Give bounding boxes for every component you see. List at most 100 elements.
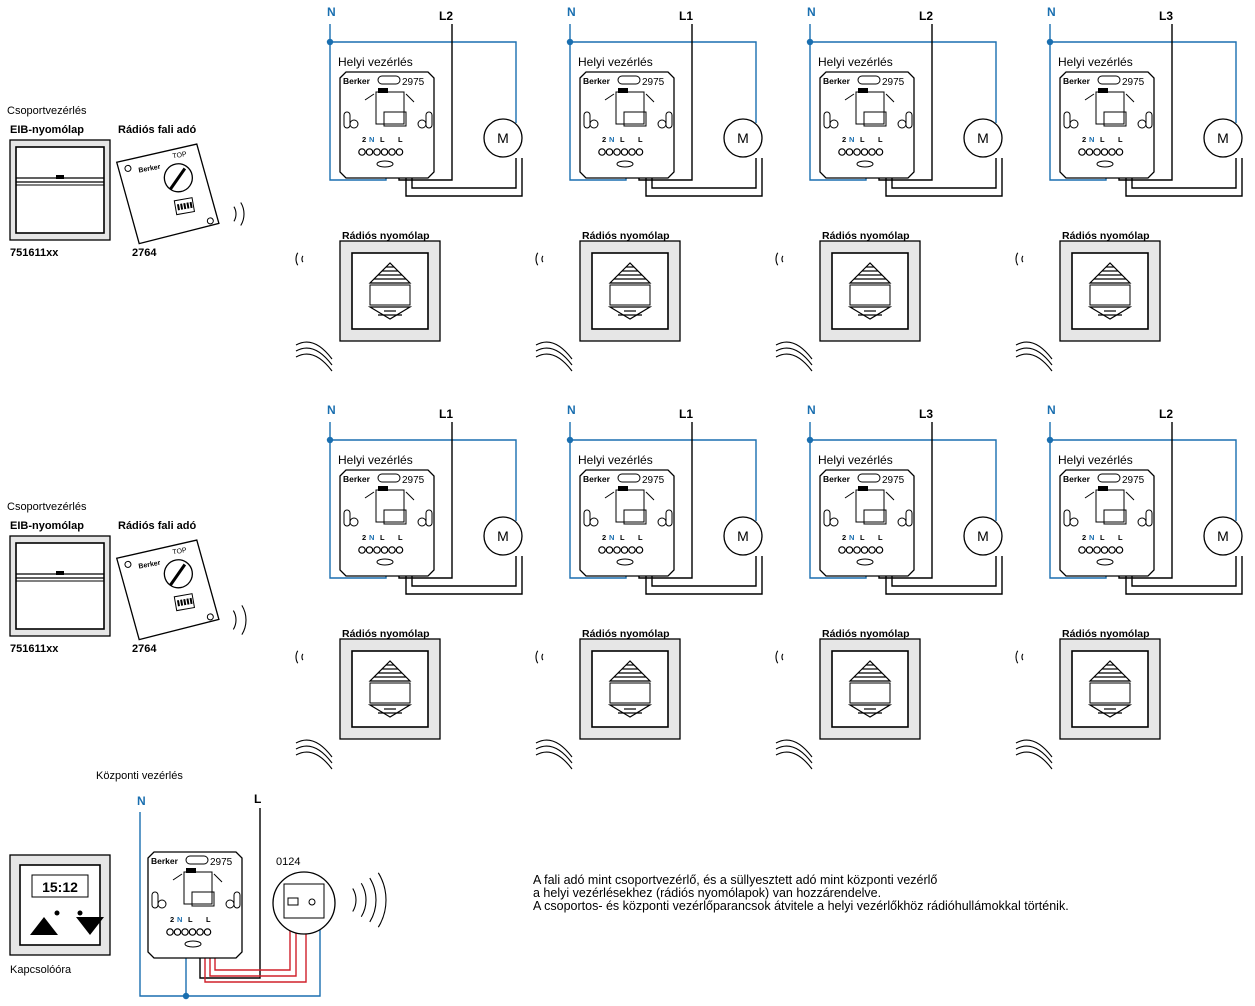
radio-wave-arc xyxy=(535,739,573,758)
relay-coil xyxy=(383,111,407,127)
radio-wave-arc xyxy=(775,739,813,758)
terminal-screw xyxy=(605,546,614,554)
terminal-screw xyxy=(620,148,629,156)
neutral-label: N xyxy=(807,5,816,19)
local-control-label: Helyi vezérlés xyxy=(1058,55,1133,69)
terminal-screw xyxy=(380,148,389,156)
terminal-screw xyxy=(373,546,381,554)
slot xyxy=(185,855,209,865)
terminal-screw xyxy=(1108,546,1116,554)
cable-clip xyxy=(1096,160,1114,168)
radio-wave-arc xyxy=(295,353,333,372)
terminal-screw xyxy=(838,546,846,554)
radio-wave-arc xyxy=(295,650,299,664)
connector xyxy=(858,88,868,93)
radio-waves xyxy=(295,739,333,770)
phase-label: L2 xyxy=(919,9,933,23)
radio-wave-arc xyxy=(775,745,813,764)
radio-wave-arc xyxy=(535,751,573,770)
phase-label: L2 xyxy=(439,9,453,23)
mount-slot xyxy=(1063,509,1071,527)
terminal-label: 2 xyxy=(362,533,366,542)
slot xyxy=(617,473,641,483)
terminal-screw xyxy=(598,546,606,554)
terminal-label: L xyxy=(878,135,883,144)
radio-waves-upper xyxy=(535,252,544,266)
radio-wave-arc xyxy=(781,653,784,661)
arrow-down-icon xyxy=(367,306,413,320)
arrow-down-icon xyxy=(1087,306,1133,320)
phase-label: L1 xyxy=(679,407,693,421)
dip-lever xyxy=(183,202,187,210)
relay-block xyxy=(615,489,645,523)
dip-lever xyxy=(189,597,193,605)
radio-wave-arc xyxy=(1021,255,1024,263)
radio-waves xyxy=(535,341,573,372)
transmitter-brand: Berker xyxy=(138,560,161,571)
motor-circle xyxy=(483,118,523,158)
transmitter-code: 2764 xyxy=(132,643,157,655)
arrow-up-icon xyxy=(30,917,58,935)
radio-wave-arc xyxy=(295,347,333,366)
neutral-wire xyxy=(329,422,517,521)
dip-lever xyxy=(180,203,184,210)
radio-wave-arc xyxy=(535,252,539,266)
phase-wire xyxy=(199,808,261,979)
radio-wave-arc xyxy=(1021,653,1024,661)
hatch xyxy=(1125,93,1135,103)
relay-block xyxy=(615,91,645,125)
radio-wave-arc xyxy=(1015,739,1053,758)
push-plate-label: Rádiós nyomólap xyxy=(342,628,430,640)
neutral-wire xyxy=(809,422,997,521)
local-control-label: Helyi vezérlés xyxy=(578,55,653,69)
terminal-screw xyxy=(598,148,606,156)
arrow-up-icon xyxy=(368,262,412,284)
neutral-wire xyxy=(1049,422,1237,521)
slot xyxy=(857,75,881,85)
radio-waves xyxy=(775,739,813,770)
mount-slot xyxy=(583,111,591,129)
motor: M xyxy=(723,516,763,556)
terminal-label: L xyxy=(206,915,211,924)
motor-label: M xyxy=(1217,528,1229,544)
rocker-center xyxy=(609,284,651,306)
mount-slot xyxy=(1145,509,1153,527)
terminal-label: N xyxy=(849,533,854,542)
radio-push-plate: Rádiós nyomólap xyxy=(339,628,441,740)
terminal-screw xyxy=(1078,148,1086,156)
terminal-screw xyxy=(373,148,381,156)
transmitter-code: 2764 xyxy=(132,247,157,259)
radio-push-plate: Rádiós nyomólap xyxy=(1059,628,1161,740)
terminal-label: L xyxy=(188,915,193,924)
slot xyxy=(1097,75,1121,85)
motor: M xyxy=(963,516,1003,556)
arrow-down-icon xyxy=(607,306,653,320)
control-wire xyxy=(209,930,297,977)
relay-block xyxy=(855,489,885,523)
neutral-label: N xyxy=(1047,403,1056,417)
radio-wave-arc xyxy=(781,255,784,263)
motor-label: M xyxy=(1217,130,1229,146)
radio-wave-arc xyxy=(295,751,333,770)
terminal-screw xyxy=(628,148,636,156)
neutral-label: N xyxy=(567,5,576,19)
terminal-screw xyxy=(875,148,884,156)
terminal-label: N xyxy=(1089,135,1094,144)
eib-rocker xyxy=(15,542,105,630)
eib-led xyxy=(56,571,64,575)
terminal-screw xyxy=(620,546,629,554)
phase-label: L3 xyxy=(1159,9,1173,23)
relay-block xyxy=(375,489,405,523)
terminal-screw xyxy=(365,546,374,554)
relay-coil xyxy=(1103,111,1127,127)
terminal-screw xyxy=(853,148,861,156)
